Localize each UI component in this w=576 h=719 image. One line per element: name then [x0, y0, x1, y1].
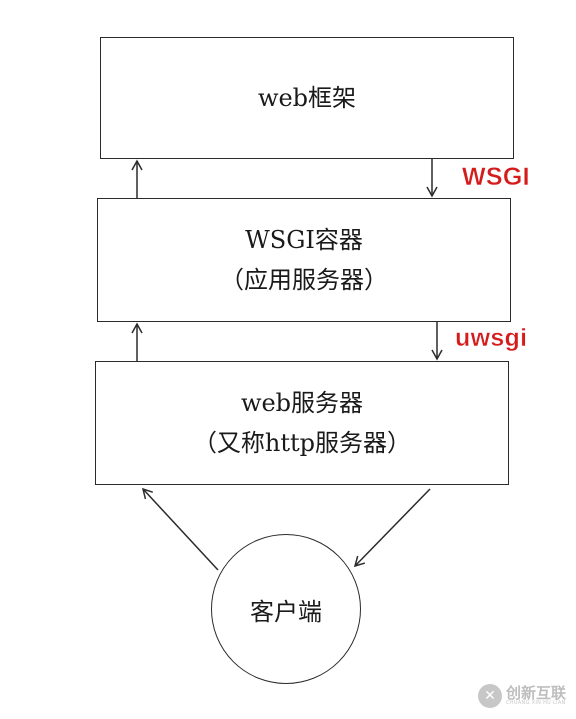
- arrow-webserver-to-client: [353, 488, 431, 568]
- uwsgi-protocol-label: uwsgi: [455, 324, 528, 352]
- web-framework-label: web框架: [257, 84, 357, 112]
- client-label: 客户端: [250, 597, 322, 626]
- watermark-logo-icon: ✕: [478, 684, 502, 708]
- web-server-box: web服务器 （又称http服务器）: [95, 361, 509, 485]
- watermark-sub-text: CHUANG XIN HU LIAN: [506, 700, 566, 706]
- watermark-main-text: 创新互联: [506, 684, 567, 702]
- watermark: ✕ 创新互联 CHUANG XIN HU LIAN: [478, 684, 566, 708]
- client-circle: 客户端: [211, 534, 361, 684]
- web-server-sublabel: （又称http服务器）: [192, 429, 412, 457]
- web-framework-box: web框架: [100, 37, 514, 159]
- wsgi-protocol-label: WSGI: [462, 163, 530, 191]
- web-server-label: web服务器: [240, 389, 364, 417]
- wsgi-container-label: WSGI容器: [245, 226, 363, 254]
- wsgi-container-box: WSGI容器 （应用服务器）: [97, 198, 511, 322]
- arrow-client-to-webserver: [141, 487, 219, 571]
- wsgi-container-sublabel: （应用服务器）: [220, 266, 388, 294]
